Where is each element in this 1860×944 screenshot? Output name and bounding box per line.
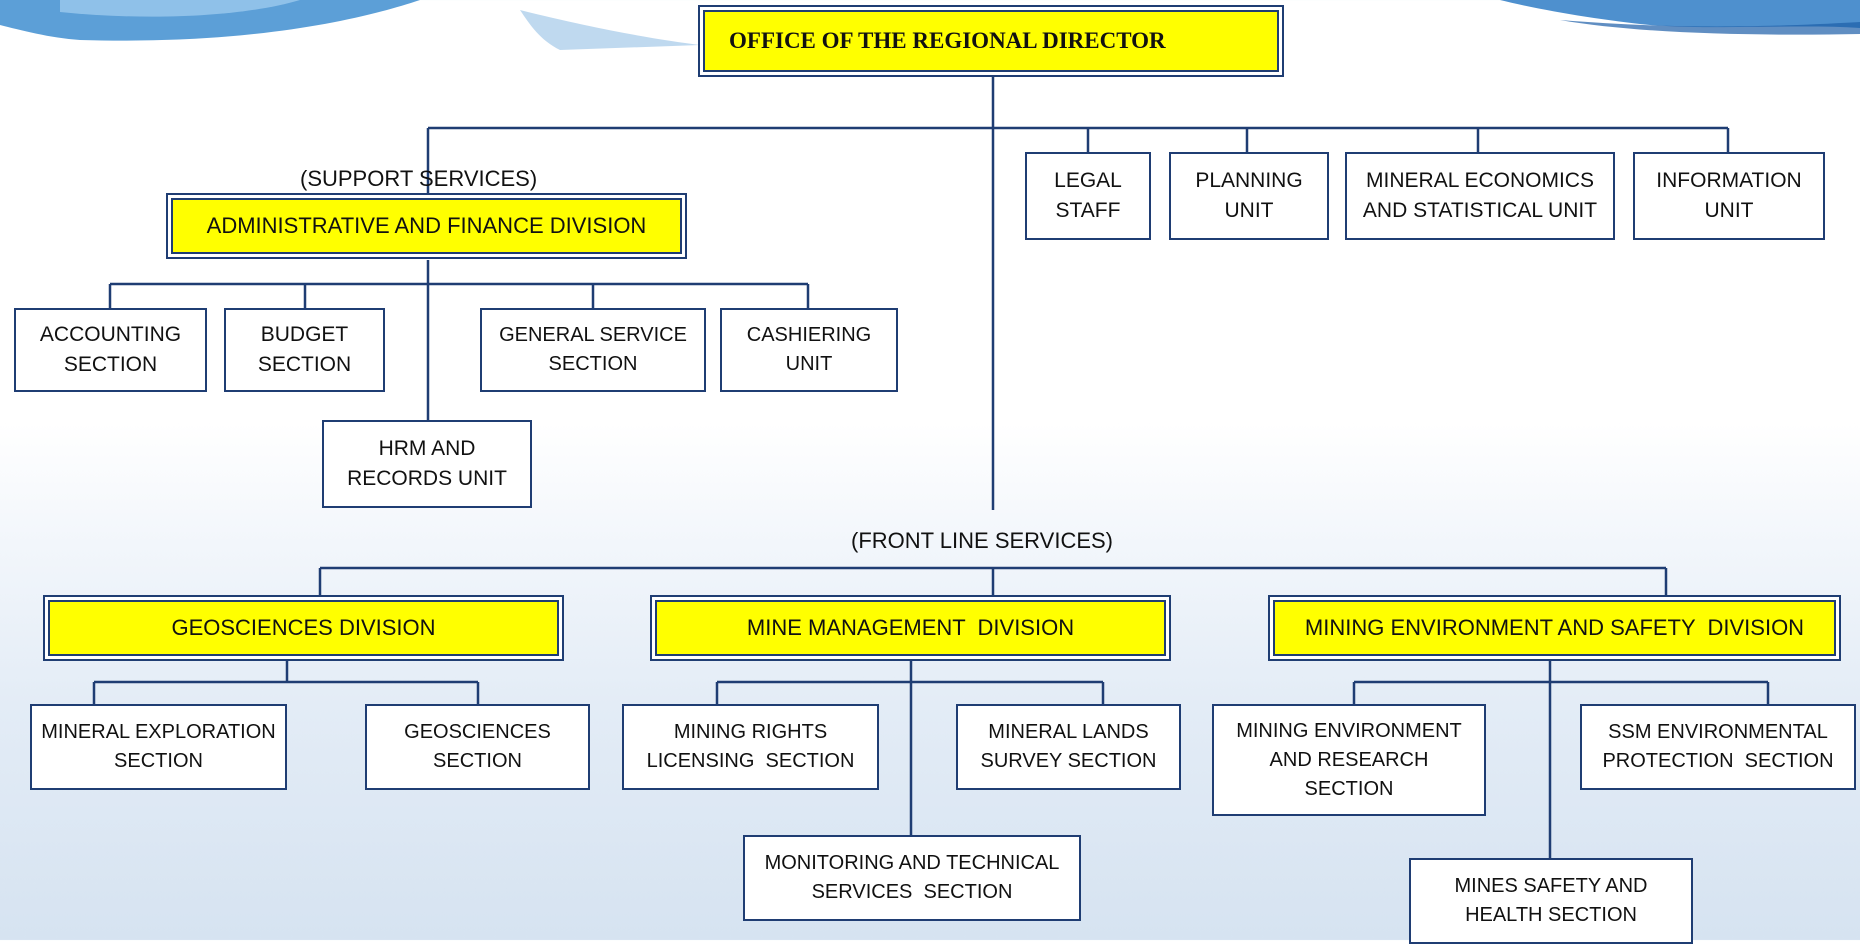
hrm-records-unit: HRM AND RECORDS UNIT — [322, 420, 532, 508]
front-line-services-label: (FRONT LINE SERVICES) — [851, 528, 1114, 553]
regional-director-title: OFFICE OF THE REGIONAL DIRECTOR — [729, 28, 1166, 53]
support-services-label: (SUPPORT SERVICES) — [300, 166, 538, 191]
geosciences-section: GEOSCIENCES SECTION — [365, 704, 590, 790]
mining-environment-safety-division: MINING ENVIRONMENT AND SAFETY DIVISION — [1273, 600, 1836, 656]
header-wave-decoration — [0, 0, 1860, 50]
regional-director-box: OFFICE OF THE REGIONAL DIRECTOR — [703, 10, 1279, 72]
admin-finance-division: ADMINISTRATIVE AND FINANCE DIVISION — [171, 198, 682, 254]
staff-unit-legal: LEGAL STAFF — [1025, 152, 1151, 240]
budget-section: BUDGET SECTION — [224, 308, 385, 392]
mineral-exploration-section: MINERAL EXPLORATION SECTION — [30, 704, 287, 790]
monitoring-technical-services-section: MONITORING AND TECHNICAL SERVICES SECTIO… — [743, 835, 1081, 921]
ssm-environmental-protection-section: SSM ENVIRONMENTAL PROTECTION SECTION — [1580, 704, 1856, 790]
staff-unit-information: INFORMATION UNIT — [1633, 152, 1825, 240]
mines-safety-health-section: MINES SAFETY AND HEALTH SECTION — [1409, 858, 1693, 944]
accounting-section: ACCOUNTING SECTION — [14, 308, 207, 392]
general-service-section: GENERAL SERVICE SECTION — [480, 308, 706, 392]
geosciences-division: GEOSCIENCES DIVISION — [48, 600, 559, 656]
mineral-lands-survey-section: MINERAL LANDS SURVEY SECTION — [956, 704, 1181, 790]
staff-unit-planning: PLANNING UNIT — [1169, 152, 1329, 240]
staff-unit-mineral-economics: MINERAL ECONOMICS AND STATISTICAL UNIT — [1345, 152, 1615, 240]
mining-rights-licensing-section: MINING RIGHTS LICENSING SECTION — [622, 704, 879, 790]
mine-management-division: MINE MANAGEMENT DIVISION — [655, 600, 1166, 656]
cashiering-unit: CASHIERING UNIT — [720, 308, 898, 392]
mining-environment-research-section: MINING ENVIRONMENT AND RESEARCH SECTION — [1212, 704, 1486, 816]
